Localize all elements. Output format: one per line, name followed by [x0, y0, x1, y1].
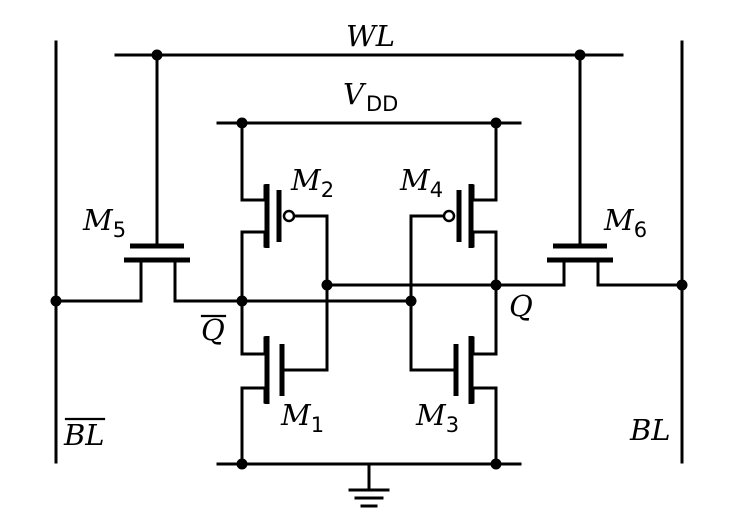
- junction-wl-left: [151, 49, 163, 61]
- transistor-m6: [547, 243, 684, 287]
- wordline-label: WL: [346, 19, 395, 53]
- node-q-label: Q: [509, 289, 533, 323]
- transistor-m3: [409, 283, 498, 466]
- junction-q-left: [321, 279, 333, 291]
- m4-label-main: M: [399, 163, 431, 197]
- junction-bitline: [676, 279, 688, 291]
- m4-gate-bubble: [442, 209, 456, 223]
- bitline-bar-label: BL: [63, 418, 105, 452]
- m4-label: M4: [399, 163, 443, 202]
- vdd-label-sub: DD: [366, 92, 398, 116]
- m2-gate-bubble: [282, 209, 296, 223]
- m6-label: M6: [603, 203, 647, 242]
- transistor-m2: [240, 121, 329, 303]
- m3-label-sub: 3: [446, 413, 459, 437]
- m1-label-sub: 1: [311, 413, 324, 437]
- node-qbar-label-group: Q: [200, 313, 227, 347]
- m5-label-sub: 5: [113, 218, 126, 242]
- bitline-label: BL: [629, 413, 671, 447]
- m5-label: M5: [82, 203, 126, 242]
- m4-label-sub: 4: [430, 178, 443, 202]
- junction-wl-right: [574, 49, 586, 61]
- junction-bitline-bar: [50, 295, 62, 307]
- junction-qbar-left: [236, 295, 248, 307]
- junction-qbar-right: [405, 295, 417, 307]
- ground-icon: [348, 462, 390, 508]
- m3-label-main: M: [415, 398, 447, 432]
- junction-q-right: [490, 279, 502, 291]
- m6-label-sub: 6: [634, 218, 647, 242]
- m2-label: M2: [290, 163, 334, 202]
- m1-label: M1: [280, 398, 324, 437]
- m3-label: M3: [415, 398, 459, 437]
- m5-label-main: M: [82, 203, 114, 237]
- vdd-label: VDD: [343, 77, 398, 116]
- m1-label-main: M: [280, 398, 312, 432]
- m2-label-main: M: [290, 163, 322, 197]
- vdd-label-main: V: [343, 77, 367, 111]
- node-qbar-label: Q: [201, 313, 225, 347]
- m6-label-main: M: [603, 203, 635, 237]
- transistor-m4: [409, 121, 498, 303]
- m2-label-sub: 2: [321, 178, 334, 202]
- bitline-bar-label-group: BL: [63, 417, 106, 452]
- transistor-m1: [240, 283, 329, 466]
- transistor-m5: [54, 243, 190, 303]
